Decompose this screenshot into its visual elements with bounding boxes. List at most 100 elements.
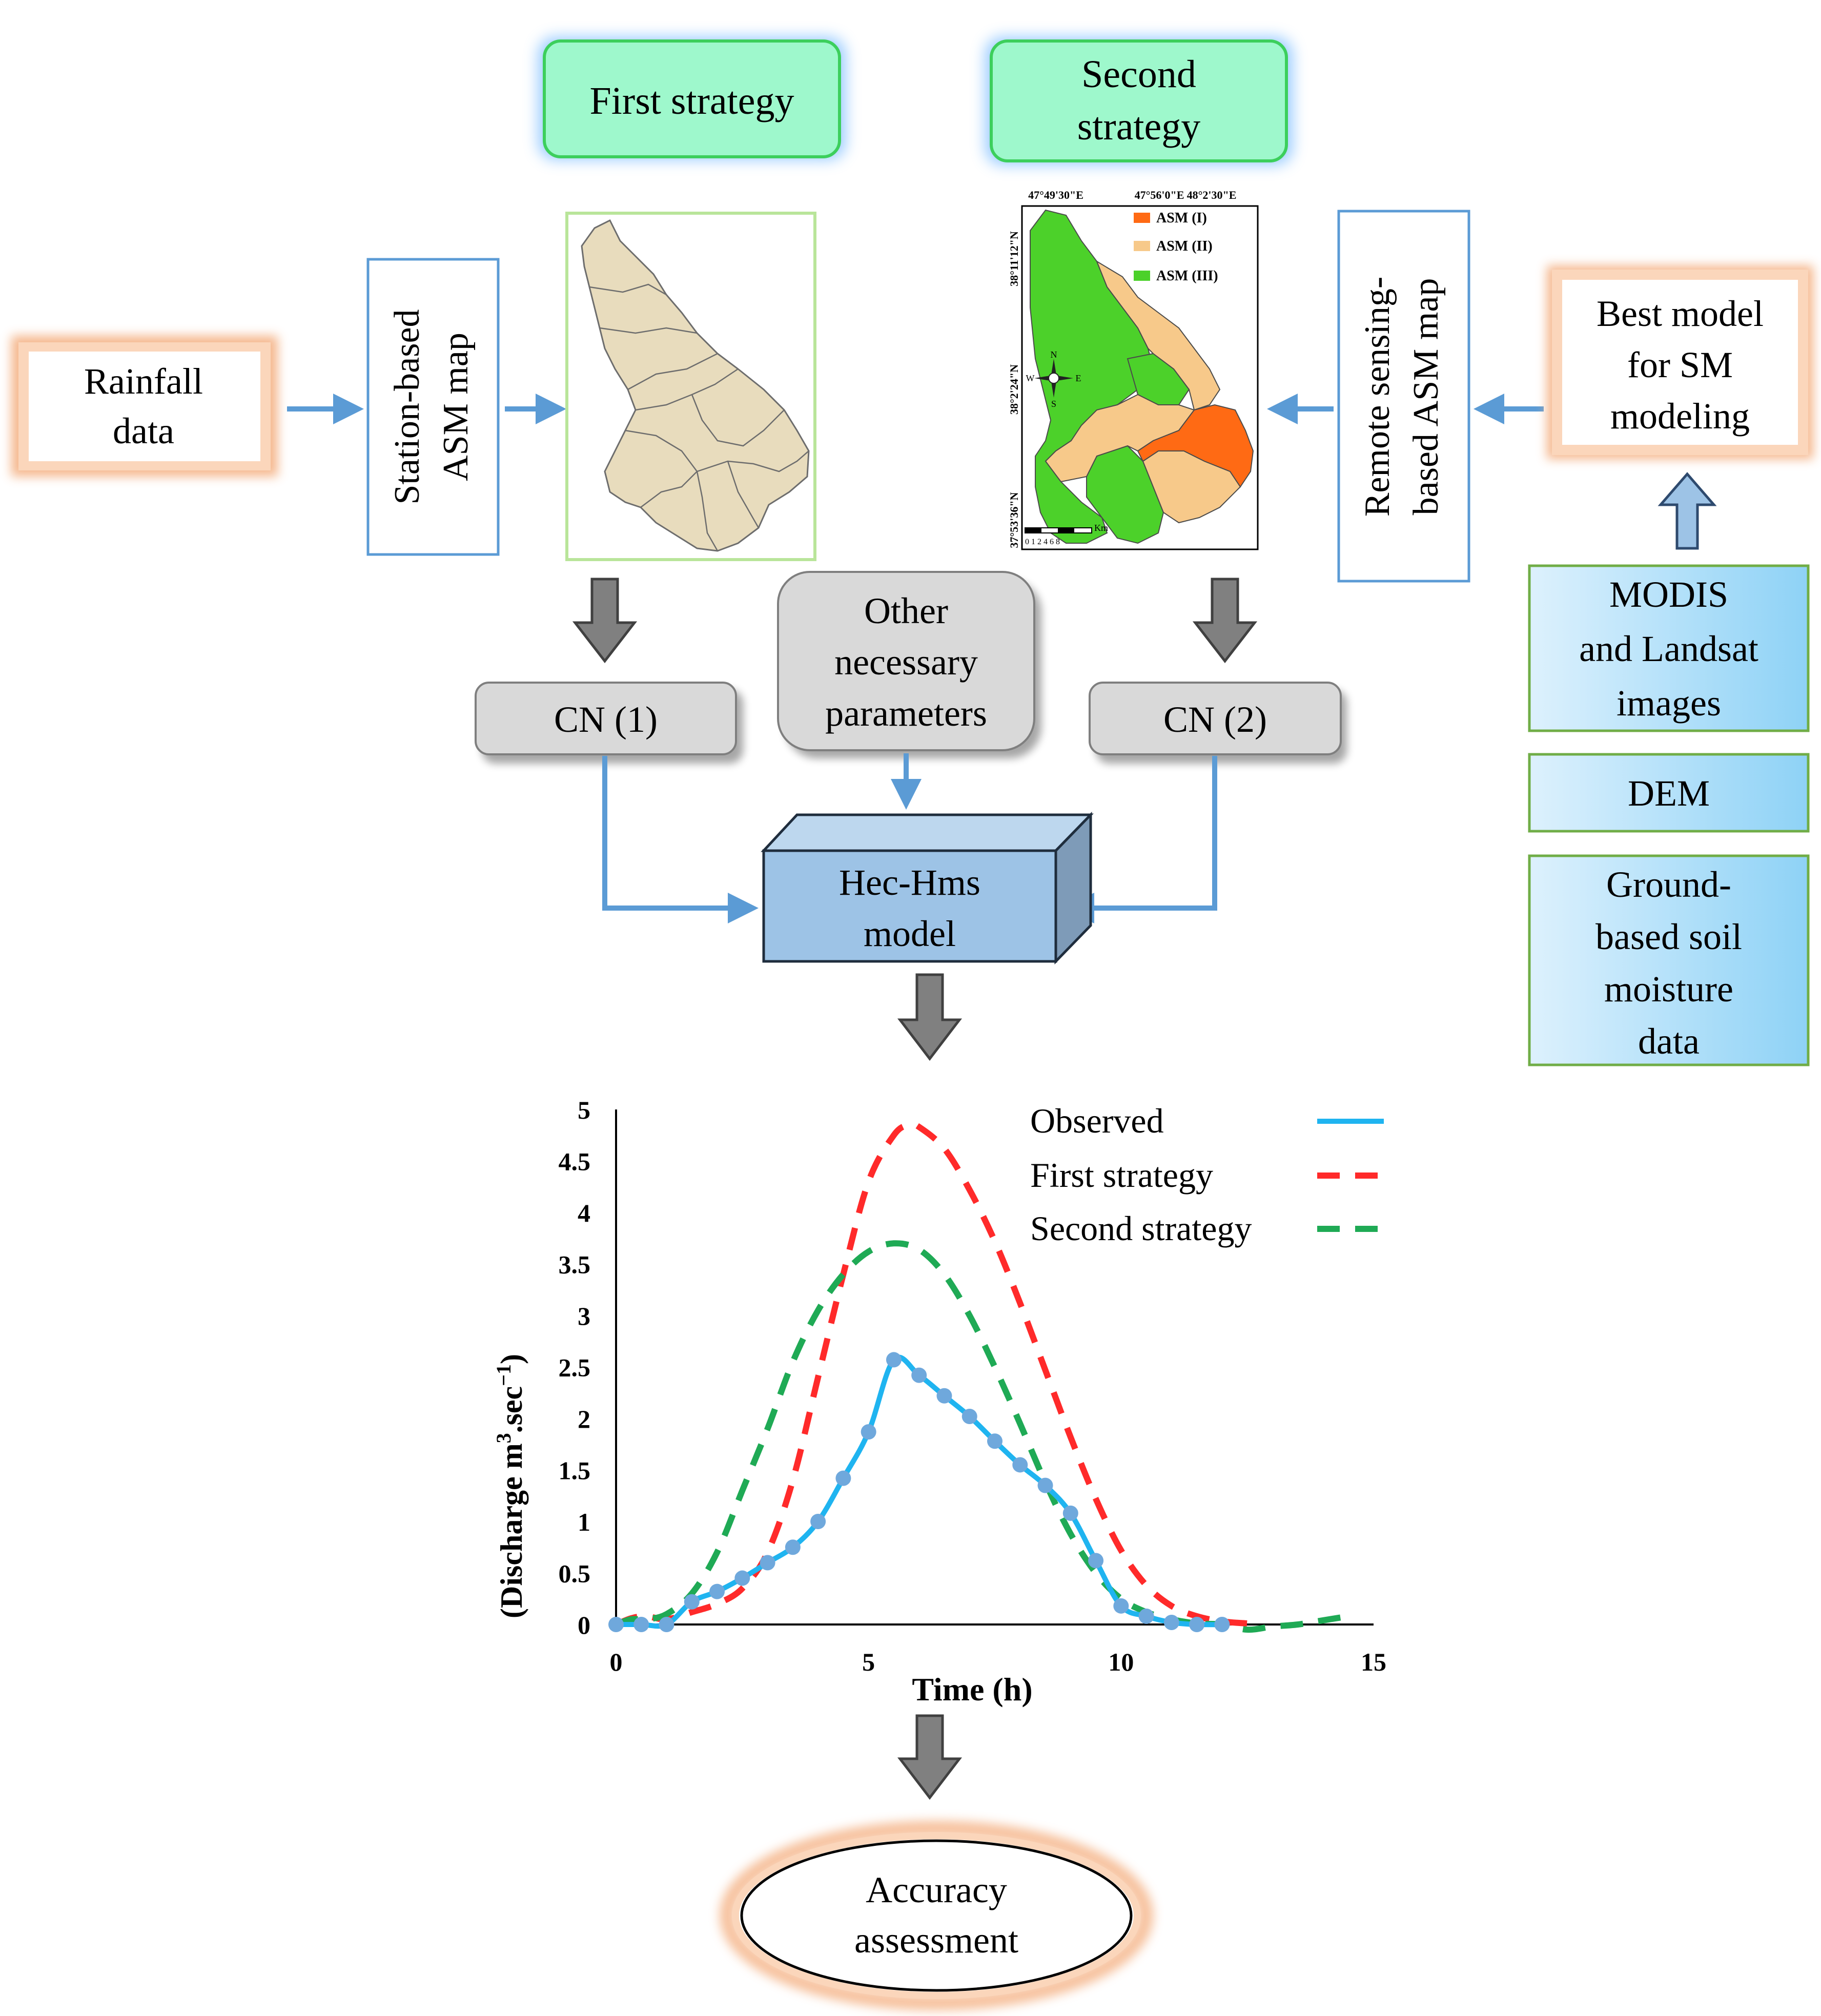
observed-point	[911, 1367, 927, 1383]
legend-swatch-asm-i	[1134, 213, 1150, 223]
cn2-label: CN (2)	[1163, 699, 1267, 740]
first-strategy-label: First strategy	[590, 79, 794, 122]
observed-point	[1037, 1477, 1053, 1493]
best-model-label-line1: Best model	[1597, 293, 1764, 334]
compass-east: E	[1076, 373, 1081, 383]
legend-label-observed: Observed	[1030, 1101, 1164, 1140]
legend-label-asm-i: ASM (I)	[1156, 210, 1207, 226]
second-strategy-box: Second strategy	[985, 37, 1293, 165]
accuracy-label-line1: Accuracy	[866, 1869, 1007, 1910]
chart-y-tick-label: 2	[578, 1405, 590, 1433]
legend-label-asm-ii: ASM (II)	[1156, 238, 1213, 254]
map-coord-left-3: 37°53'36"N	[1008, 492, 1020, 548]
map-coord-top-2: 47°56'0"E	[1135, 189, 1184, 201]
series-line-first-strategy	[615, 1121, 1248, 1628]
chart-x-tick-label: 0	[610, 1648, 623, 1676]
ground-label-line3: moisture	[1604, 969, 1733, 1010]
hydrograph-chart: 0 0.5 1 1.5 2 2.5 3 3.5 4 4.5 5 0 5 10 15 ObservedFir…	[492, 1096, 1387, 1708]
accuracy-assessment-ellipse: Accuracy assessment	[720, 1821, 1153, 2010]
observed-point	[734, 1570, 750, 1586]
other-label-line3: parameters	[825, 693, 987, 734]
modis-label-line1: MODIS	[1609, 574, 1728, 615]
observed-point	[1163, 1614, 1179, 1630]
chart-y-tick-label: 1.5	[559, 1456, 591, 1485]
arrow-up-to-best-model	[1658, 472, 1717, 550]
compass-icon: N S E W	[1026, 349, 1081, 409]
cn1-label: CN (1)	[554, 699, 658, 740]
second-strategy-label-line2: strategy	[1077, 105, 1201, 148]
observed-point	[684, 1594, 700, 1610]
observed-point	[709, 1583, 725, 1599]
other-label-line1: Other	[864, 590, 948, 631]
compass-north: N	[1051, 349, 1057, 360]
chart-x-ticks: 0 5 10 15	[610, 1648, 1387, 1676]
arrow-down-chart-to-accuracy	[897, 1714, 963, 1800]
chart-y-tick-label: 4.5	[559, 1147, 591, 1176]
chart-x-tick-label: 10	[1108, 1648, 1134, 1676]
compass-south: S	[1051, 399, 1056, 409]
observed-point	[1012, 1457, 1028, 1473]
map-coord-top-3: 48°2'30"E	[1187, 189, 1237, 201]
station-asm-label-line1: Station-based	[387, 309, 427, 504]
legend-label-second-strategy: Second strategy	[1030, 1209, 1252, 1248]
legend-label-first-strategy: First strategy	[1030, 1156, 1213, 1195]
observed-point	[835, 1470, 851, 1486]
arrow-down-map1-to-cn1	[572, 578, 638, 664]
rainfall-label-line1: Rainfall	[84, 361, 203, 402]
hec-hms-label-line2: model	[864, 913, 956, 954]
series-line-second-strategy	[615, 1240, 1349, 1633]
chart-x-tick-label: 15	[1361, 1648, 1386, 1676]
ground-label-line1: Ground-	[1606, 864, 1731, 905]
rainfall-label-line2: data	[113, 410, 174, 451]
chart-axes	[615, 1109, 1374, 1626]
observed-point	[633, 1617, 649, 1632]
chart-y-tick-label: 2.5	[559, 1353, 591, 1382]
observed-point	[936, 1388, 952, 1404]
first-strategy-box: First strategy	[538, 37, 846, 160]
ground-soil-moisture-box: Ground- based soil moisture data	[1528, 854, 1810, 1066]
map-coord-top-1: 47°49'30"E	[1028, 189, 1083, 201]
chart-y-tick-label: 3	[578, 1302, 590, 1330]
observed-point	[987, 1433, 1002, 1449]
chart-series	[608, 1121, 1349, 1633]
remote-asm-box: Remote sensing- based ASM map	[1337, 210, 1470, 583]
observed-point	[659, 1617, 674, 1632]
dem-label: DEM	[1628, 773, 1710, 814]
observed-point	[1113, 1598, 1129, 1614]
chart-x-tick-label: 5	[862, 1648, 875, 1676]
other-label-line2: necessary	[834, 642, 978, 683]
observed-point	[1138, 1608, 1154, 1624]
observed-point	[886, 1352, 902, 1368]
best-model-label-line3: modeling	[1610, 396, 1750, 437]
ground-label-line4: data	[1638, 1021, 1700, 1062]
second-strategy-label-line1: Second	[1081, 53, 1196, 96]
chart-y-tick-label: 3.5	[559, 1250, 591, 1279]
compass-west: W	[1026, 373, 1035, 383]
map-coord-left-2: 38°2'24"N	[1008, 364, 1020, 415]
modis-label-line3: images	[1617, 683, 1721, 724]
chart-y-tick-label: 0	[578, 1611, 590, 1639]
remote-asm-label-line1: Remote sensing-	[1358, 277, 1397, 517]
observed-point	[760, 1555, 775, 1571]
chart-y-axis-label: (Discharge m3.sec−1)	[492, 1354, 529, 1618]
dem-box: DEM	[1528, 753, 1810, 833]
connector-cn1-to-hec	[602, 756, 759, 923]
scale-ticks: 0 1 2 4 6 8	[1025, 538, 1060, 546]
chart-x-axis-label: Time (h)	[912, 1671, 1032, 1708]
subbasin-boundaries	[589, 283, 809, 551]
chart-y-ticks: 00.511.522.533.544.55	[559, 1096, 591, 1639]
best-model-box: Best model for SM modeling	[1547, 265, 1813, 459]
legend-label-asm-iii: ASM (III)	[1156, 268, 1218, 284]
arrow-down-hec-to-chart	[897, 973, 963, 1061]
observed-point	[1214, 1617, 1230, 1632]
watershed-map-second: 47°49'30"E 47°56'0"E 48°2'30"E 38°11'12"…	[1008, 189, 1259, 550]
chart-y-tick-label: 1	[578, 1508, 590, 1536]
remote-asm-label-line2: based ASM map	[1406, 278, 1446, 516]
map-legend: ASM (I) ASM (II) ASM (III)	[1134, 210, 1218, 284]
chart-y-tick-label: 4	[578, 1199, 590, 1227]
accuracy-label-line2: assessment	[854, 1920, 1018, 1961]
chart-y-tick-label: 0.5	[559, 1559, 591, 1588]
observed-point	[1062, 1505, 1078, 1521]
modis-label-line2: and Landsat	[1579, 628, 1758, 669]
